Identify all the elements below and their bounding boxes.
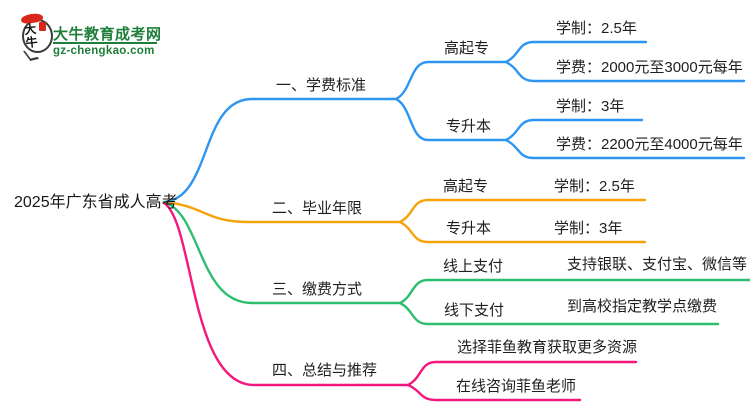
branch4-label: 四、总结与推荐 [272, 362, 378, 379]
branch3-label: 三、缴费方式 [272, 281, 363, 298]
logo-red-seal-icon [39, 22, 46, 31]
branch4-child2-label: 在线咨询菲鱼老师 [456, 378, 577, 395]
branch4-child1-line [406, 360, 638, 387]
branch4-trunk-line [162, 201, 410, 387]
branch2-label: 二、毕业年限 [272, 200, 363, 217]
logo-speech-bubble [22, 19, 53, 53]
branch3-child1-label: 线上支付 [443, 258, 504, 275]
site-logo: 大牛 大牛教育成考网 gz-chengkao.com [14, 10, 189, 62]
branch2-child1-line [398, 198, 647, 224]
branch1-child2-line [394, 97, 508, 142]
branch3-child2-line [398, 301, 720, 326]
branch1-child2-leaf2: 学费：2200元至4000元每年 [556, 136, 743, 153]
logo-site-url: gz-chengkao.com [53, 45, 155, 57]
branch4-child1-label: 选择菲鱼教育获取更多资源 [457, 339, 638, 356]
logo-site-name: 大牛教育成考网 [53, 26, 162, 43]
branch1-trunk-line [162, 97, 398, 204]
branch3-child2-leaf1: 到高校指定教学点缴费 [567, 298, 718, 315]
branch1-label: 一、学费标准 [276, 77, 367, 94]
branch1-child2-label: 专升本 [446, 118, 492, 135]
branch2-child2-leaf1: 学制：3年 [554, 220, 623, 237]
branch2-child2-label: 专升本 [446, 220, 492, 237]
branch4-child2-line [406, 383, 582, 402]
branch3-trunk-line [162, 200, 402, 305]
branch1-child1-line [394, 60, 508, 101]
branch2-child2-line [398, 220, 647, 244]
branch1-child1-label: 高起专 [444, 40, 490, 57]
branch1-child1-leaf2-line [504, 60, 746, 83]
root-node: 2025年广东省成人高考 [14, 194, 178, 211]
logo-divider [53, 42, 157, 44]
branch1-child2-leaf1-line [504, 118, 644, 142]
branch2-trunk-line [162, 200, 402, 224]
branch3-child1-leaf1: 支持银联、支付宝、微信等 [567, 256, 748, 273]
branch1-child2-leaf1: 学制：3年 [556, 98, 625, 115]
branch1-child1-leaf2: 学费：2000元至3000元每年 [556, 59, 743, 76]
branch3-child1-line [398, 278, 750, 305]
branch1-child2-leaf2-line [504, 138, 746, 160]
branch1-child1-leaf1-line [504, 40, 648, 64]
branch2-child1-leaf1: 学制：2.5年 [554, 178, 635, 195]
branch3-child2-label: 线下支付 [444, 302, 505, 319]
branch2-child1-label: 高起专 [443, 178, 489, 195]
branch1-child1-leaf1: 学制：2.5年 [556, 20, 637, 37]
logo-bubble-text: 大牛 [23, 21, 39, 50]
